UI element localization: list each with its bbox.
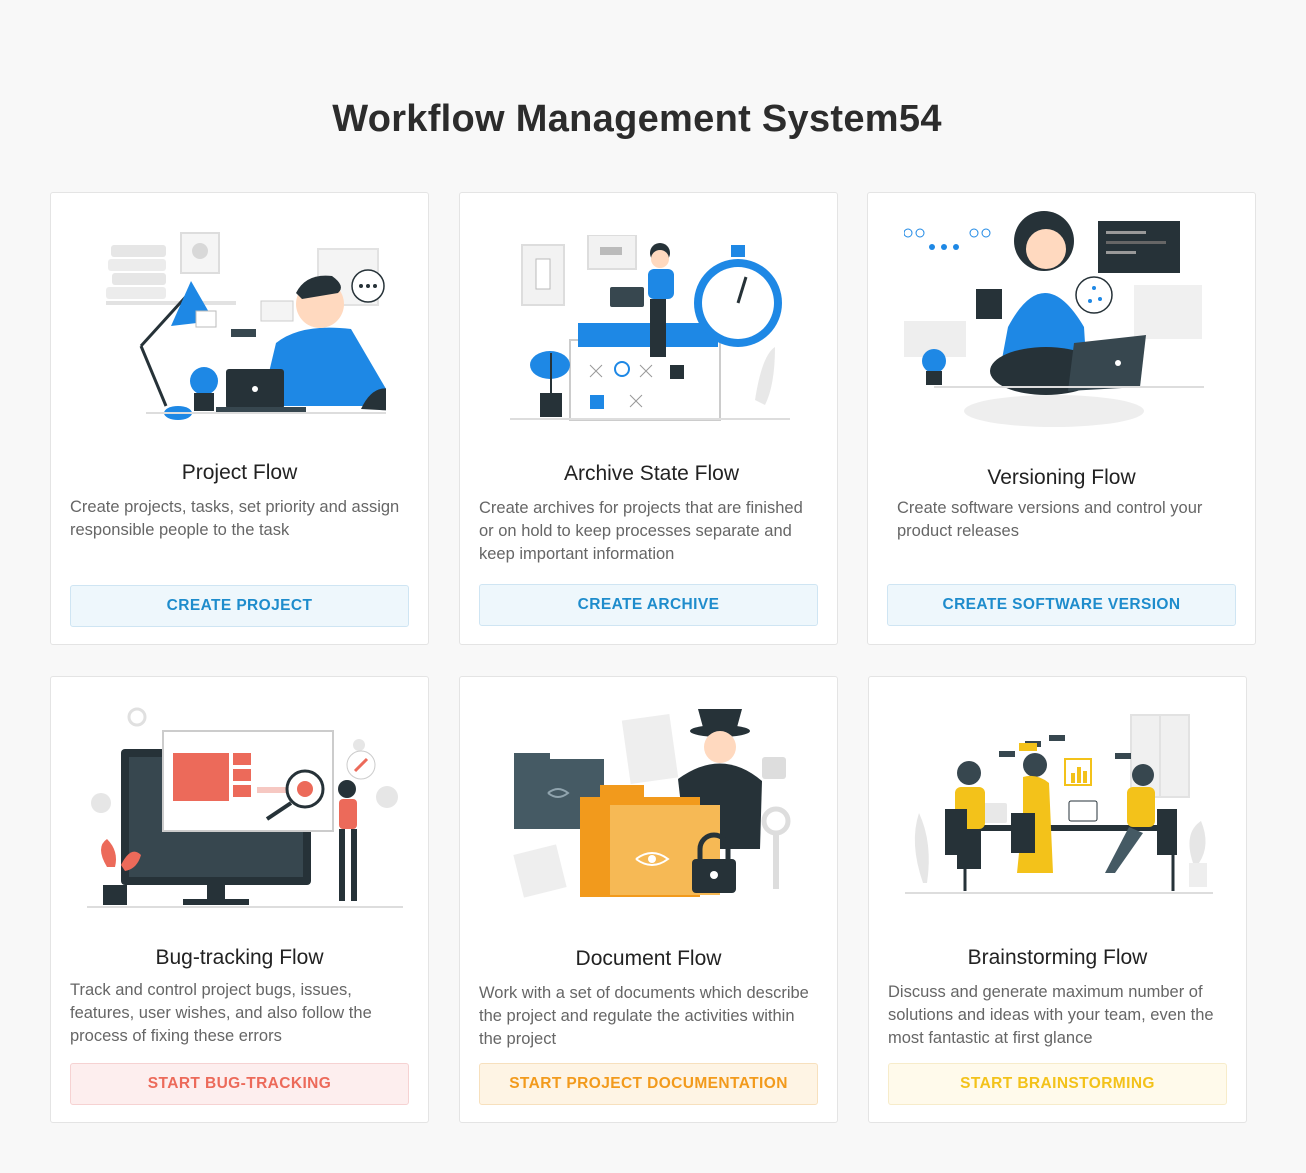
brainstorming-illustration	[905, 714, 1213, 894]
card-description: Create archives for projects that are fi…	[479, 499, 803, 563]
bug-tracking-illustration	[87, 707, 403, 908]
versioning-flow-illustration	[904, 211, 1204, 427]
start-brainstorming-button[interactable]: START BRAINSTORMING	[888, 1063, 1227, 1105]
card-brainstorming-flow: Brainstorming Flow Discuss and generate …	[868, 676, 1247, 1123]
document-flow-illustration	[513, 709, 791, 898]
card-description: Create projects, tasks, set priority and…	[70, 498, 400, 539]
card-description: Create software versions and control you…	[897, 499, 1203, 540]
card-document-flow: Document Flow Work with a set of documen…	[459, 676, 838, 1123]
card-title: Bug-tracking Flow	[155, 946, 324, 969]
card-project-flow: Project Flow Create projects, tasks, set…	[50, 192, 429, 645]
card-archive-state-flow: Archive State Flow Create archives for p…	[459, 192, 838, 645]
card-bug-tracking-flow: Bug-tracking Flow Track and control proj…	[50, 676, 429, 1123]
card-description: Track and control project bugs, issues, …	[70, 981, 372, 1045]
card-description: Discuss and generate maximum number of s…	[888, 983, 1214, 1047]
create-project-button[interactable]: CREATE PROJECT	[70, 585, 409, 627]
card-title: Project Flow	[181, 461, 298, 484]
card-title: Document Flow	[575, 947, 722, 970]
create-software-version-button[interactable]: CREATE SOFTWARE VERSION	[887, 584, 1236, 626]
project-flow-illustration	[106, 232, 386, 420]
archive-flow-illustration	[510, 235, 790, 421]
start-bug-tracking-button[interactable]: START BUG-TRACKING	[70, 1063, 409, 1105]
card-title: Archive State Flow	[563, 462, 740, 485]
card-title: Versioning Flow	[987, 466, 1136, 489]
page-title: Workflow Management System54	[332, 98, 942, 140]
card-title: Brainstorming Flow	[967, 946, 1148, 969]
card-versioning-flow: Versioning Flow Create software versions…	[867, 192, 1256, 645]
start-project-documentation-button[interactable]: START PROJECT DOCUMENTATION	[479, 1063, 818, 1105]
card-description: Work with a set of documents which descr…	[479, 984, 809, 1048]
create-archive-button[interactable]: CREATE ARCHIVE	[479, 584, 818, 626]
